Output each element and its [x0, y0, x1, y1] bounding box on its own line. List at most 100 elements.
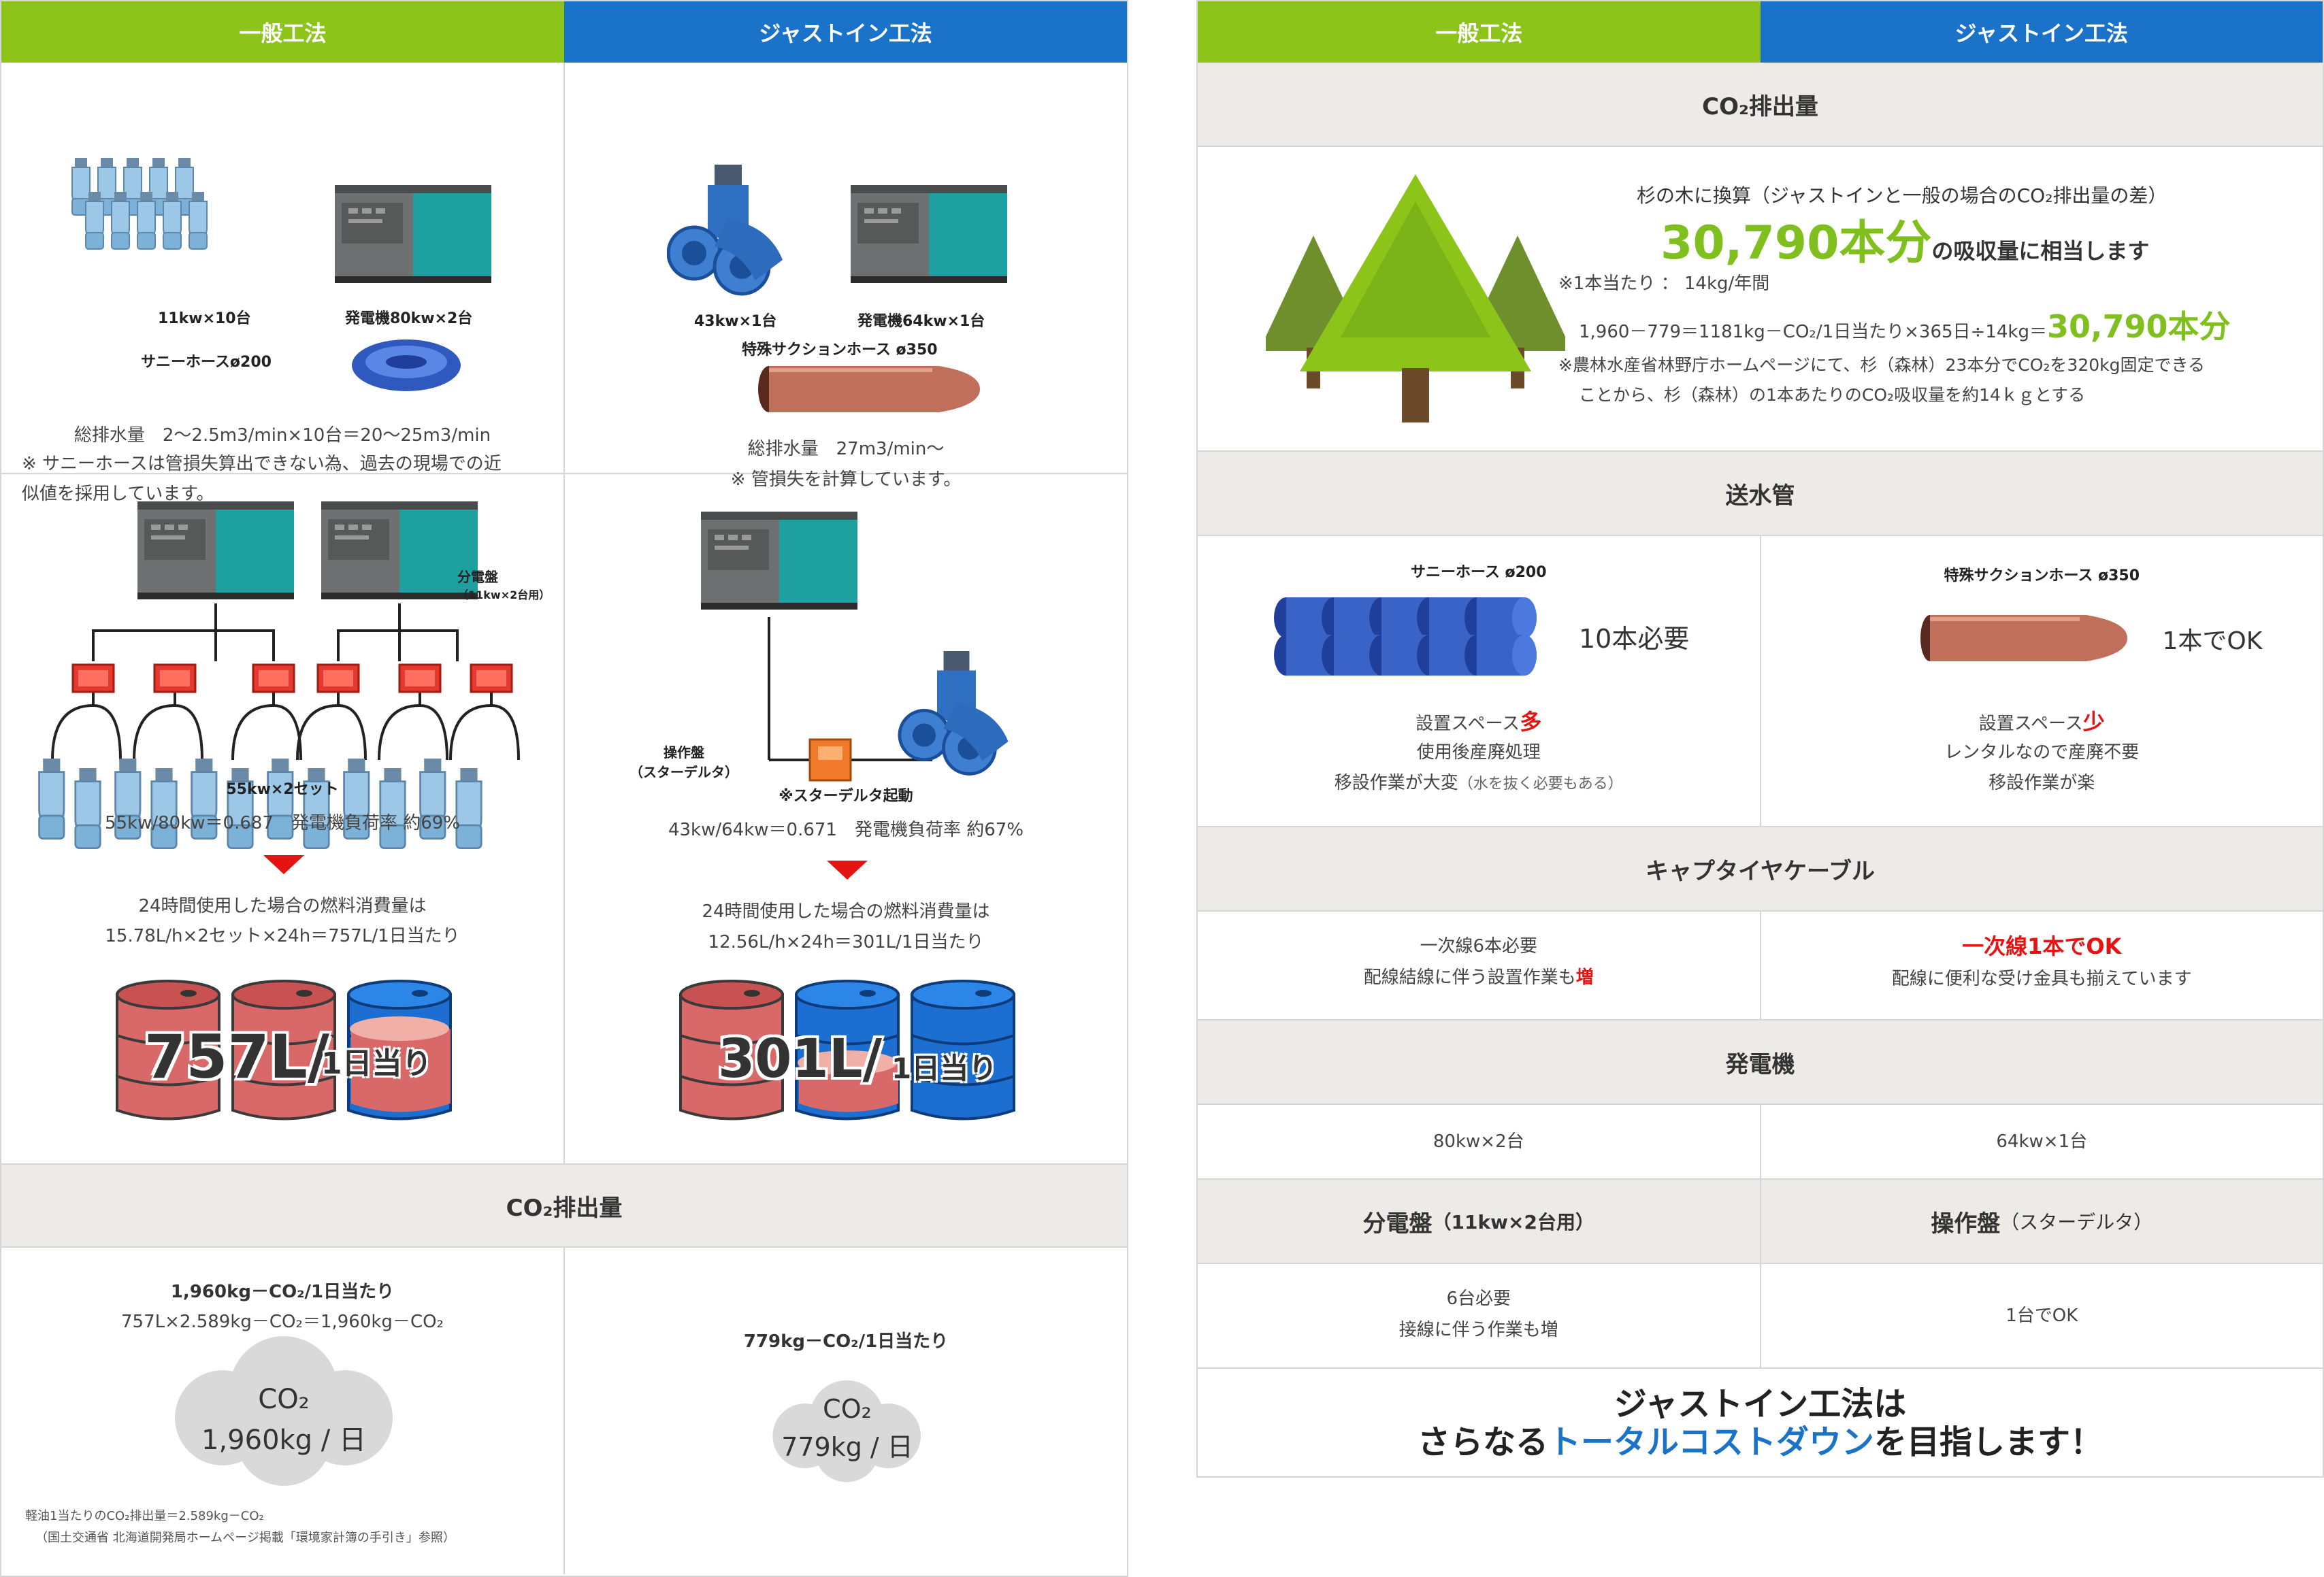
left-co2-title: CO₂排出量: [1, 1165, 1127, 1248]
justin-panel-name: 操作盤: [1931, 1210, 2001, 1238]
closing-message: ジャストイン工法は さらなるトータルコストダウンを目指します！: [1198, 1369, 2323, 1478]
distribution-panel-label: 分電盤 （11kw×2台用）: [457, 566, 550, 602]
cable-title: キャプタイヤケーブル: [1198, 827, 2323, 912]
justin-cable-line-1: 一次線1本でOK: [1962, 933, 2122, 959]
closing-line-1: ジャストイン工法は: [1614, 1385, 1907, 1423]
general-panel-name: 分電盤: [1362, 1210, 1433, 1238]
justin-pump-label: 43kw×1台: [694, 313, 777, 330]
justin-pipe-cell: 特殊サクションホース ø350 1本でOK 設置スペース少 レンタルなので産廃不…: [1761, 536, 2323, 826]
justin-generator-value: 64kw×1台: [1996, 1131, 2088, 1152]
general-pipe-disposal: 使用後産廃処理: [1416, 742, 1541, 763]
co2-row: 1,960kg－CO₂/1日当たり 757L×2.589kg－CO₂＝1,960…: [1, 1248, 1127, 1574]
justin-pump-illustration: [667, 165, 803, 308]
right-co2-title: CO₂排出量: [1198, 63, 2323, 147]
justin-wiring-diagram: [768, 617, 1034, 782]
justin-hose-label: 特殊サクションホース ø350: [742, 342, 938, 359]
general-pipe-space: 設置スペース多: [1198, 706, 1760, 740]
suction-hose-illustration: [758, 366, 980, 412]
justin-fuel-drums: [679, 980, 1015, 1120]
general-set-label: 55kw×2セット: [226, 781, 339, 798]
general-load-ratio: 55kw/80kw＝0.687 発電機負荷率 約69%: [104, 813, 461, 833]
justin-panel-title: 操作盤（スターデルタ）: [1761, 1180, 2323, 1263]
general-equipment-cell: 11kw×10台 発電機80kw×2台 サニーホースø200 総排水量 2〜2.…: [1, 63, 565, 504]
justin-fuel-line-1: 24時間使用した場合の燃料消費量は: [702, 901, 990, 922]
general-panel-work: 接線に伴う作業も増: [1398, 1320, 1558, 1340]
general-hose-note-2: 似値を採用しています。: [22, 484, 214, 504]
submersible-pumps-illustration: [71, 157, 208, 250]
justin-cable-line-2: 配線に便利な受け金具も揃えています: [1891, 969, 2192, 989]
hose-roll-illustration: [352, 339, 461, 391]
general-fuel-line-2: 15.78L/h×2セット×24h＝757L/1日当たり: [105, 926, 460, 946]
justin-cable-cell: 一次線1本でOK 配線に便利な受け金具も揃えています: [1761, 912, 2323, 1019]
justin-pipe-rental: レンタルなので産廃不要: [1944, 742, 2140, 763]
justin-fuel-cell: 操作盤 （スターデルタ） ※スターデルタ起動 43kw/64kw＝0.671 発…: [565, 474, 1127, 1163]
general-fuel-cell: 分電盤 （11kw×2台用） 55kw×2セット 55kw/80kw＝0.687…: [1, 474, 565, 1163]
justin-pipe-space: 設置スペース少: [1761, 706, 2323, 740]
control-panel-sub: （スターデルタ）: [629, 764, 738, 780]
panel-title-row: 分電盤（11kw×2台用） 操作盤（スターデルタ）: [1198, 1180, 2323, 1264]
general-space-label: 設置スペース: [1415, 714, 1520, 734]
cedar-trees-illustration: [1266, 174, 1565, 422]
right-header-general: 一般工法: [1198, 1, 1761, 63]
distribution-panel-sub: （11kw×2台用）: [457, 588, 551, 601]
generator-title: 発電機: [1198, 1020, 2323, 1105]
closing-highlight: トータルコストダウン: [1548, 1423, 1875, 1461]
justin-space-label: 設置スペース: [1978, 714, 2083, 734]
general-pipe-cell: サニーホース ø200 10本必要 設置スペース多 使用後産廃処理 移設作業が大…: [1198, 536, 1761, 826]
general-fuel-drums: [116, 980, 452, 1120]
justin-suction-hose-illustration: [1920, 615, 2127, 661]
down-arrow-icon: [263, 855, 304, 874]
justin-panel-sub: （スターデルタ）: [2000, 1211, 2153, 1233]
general-cable-mark: 増: [1575, 967, 1594, 988]
tree-count-suffix: の吸収量に相当します: [1931, 238, 2150, 264]
tree-count: 30,790本分: [1660, 216, 1932, 270]
cable-row: 一次線6本必要 配線結線に伴う設置作業も増 一次線1本でOK 配線に便利な受け金…: [1198, 912, 2323, 1020]
general-panel-detail: 6台必要 接線に伴う作業も増: [1198, 1264, 1761, 1367]
flat-hoses-illustration: [1274, 597, 1537, 676]
justin-fuel-amount: 301L/: [718, 1029, 883, 1090]
closing-suffix: を目指します！: [1874, 1423, 2104, 1461]
general-fuel-unit: 1日当り: [321, 1046, 432, 1081]
justin-discharge-note: 総排水量 27m3/min〜: [747, 439, 945, 459]
fuel-row: 分電盤 （11kw×2台用） 55kw×2セット 55kw/80kw＝0.687…: [1, 474, 1127, 1165]
header-justin: ジャストイン工法: [564, 1, 1127, 63]
general-cable-line-2: 配線結線に伴う設置作業も増: [1198, 962, 1760, 993]
right-header: 一般工法 ジャストイン工法: [1198, 1, 2323, 63]
pump-label: 11kw×10台: [158, 310, 251, 327]
right-summary-panel: 一般工法 ジャストイン工法 CO₂排出量 杉の木に換算（ジャストインと一般の場合…: [1196, 0, 2324, 1478]
general-cloud-co2: CO₂: [258, 1384, 310, 1415]
justin-generator-illustration: [851, 185, 1007, 283]
generator-row: 80kw×2台 64kw×1台: [1198, 1105, 2323, 1180]
general-pipe-relocate: 移設作業が大変（水を抜く必要もある）: [1198, 767, 1760, 800]
justin-pipe-relocate: 移設作業が楽: [1989, 773, 2095, 793]
general-cable-cell: 一次線6本必要 配線結線に伴う設置作業も増: [1198, 912, 1761, 1019]
general-hose-note-1: ※ サニーホースは管損失算出できない為、過去の現場での近: [22, 454, 502, 474]
pipe-row: サニーホース ø200 10本必要 設置スペース多 使用後産廃処理 移設作業が大…: [1198, 536, 2323, 827]
pipe-title: 送水管: [1198, 452, 2323, 536]
justin-fuel-unit: 1日当り: [891, 1052, 998, 1085]
general-discharge-note: 総排水量 2〜2.5m3/min×10台＝20〜25m3/min: [73, 425, 491, 446]
general-co2-line-1: 1,960kg－CO₂/1日当たり: [170, 1282, 395, 1302]
justin-panel-detail: 1台でOK: [2006, 1306, 2078, 1326]
panel-detail-row: 6台必要 接線に伴う作業も増 1台でOK: [1198, 1264, 2323, 1369]
generator-illustration: [335, 185, 491, 283]
control-panel-label: 操作盤 （スターデルタ）: [629, 742, 738, 781]
general-panel-sub: （11kw×2台用）: [1432, 1211, 1594, 1233]
general-generator-value: 80kw×2台: [1198, 1105, 1761, 1178]
justin-pipe-count: 1本でOK: [2162, 627, 2263, 655]
justin-co2-cell: 779kg－CO₂/1日当たり CO₂ 779kg / 日: [565, 1248, 1127, 1574]
tree-note-2: ※農林水産省林野庁ホームページにて、杉（森林）23本分でCO₂を320kg固定で…: [1558, 355, 2205, 375]
justin-cloud-co2: CO₂: [823, 1394, 872, 1424]
justin-co2-line-1: 779kg－CO₂/1日当たり: [743, 1331, 949, 1352]
general-co2-footnote-2: （国土交通省 北海道開発局ホームページ掲載「環境家計簿の手引き」参照）: [35, 1531, 455, 1545]
justin-generator-label: 発電機64kw×1台: [857, 313, 985, 330]
tree-note-3: ことから、杉（森林）の1本あたりのCO₂吸収量を約14ｋｇとする: [1579, 385, 2086, 405]
general-cloud-amount: 1,960kg / 日: [201, 1425, 366, 1456]
left-header: 一般工法 ジャストイン工法: [1, 1, 1127, 63]
general-co2-footnote-1: 軽油1当たりのCO₂排出量＝2.589kg－CO₂: [25, 1509, 264, 1523]
justin-wiring-generator: [701, 512, 857, 610]
general-relocate-text: 移設作業が大変: [1334, 773, 1458, 793]
tree-heading: 杉の木に換算（ジャストインと一般の場合のCO₂排出量の差）: [1637, 184, 2167, 207]
justin-pipe-title: 特殊サクションホース ø350: [1944, 567, 2140, 584]
star-delta-label: ※スターデルタ起動: [779, 788, 913, 805]
